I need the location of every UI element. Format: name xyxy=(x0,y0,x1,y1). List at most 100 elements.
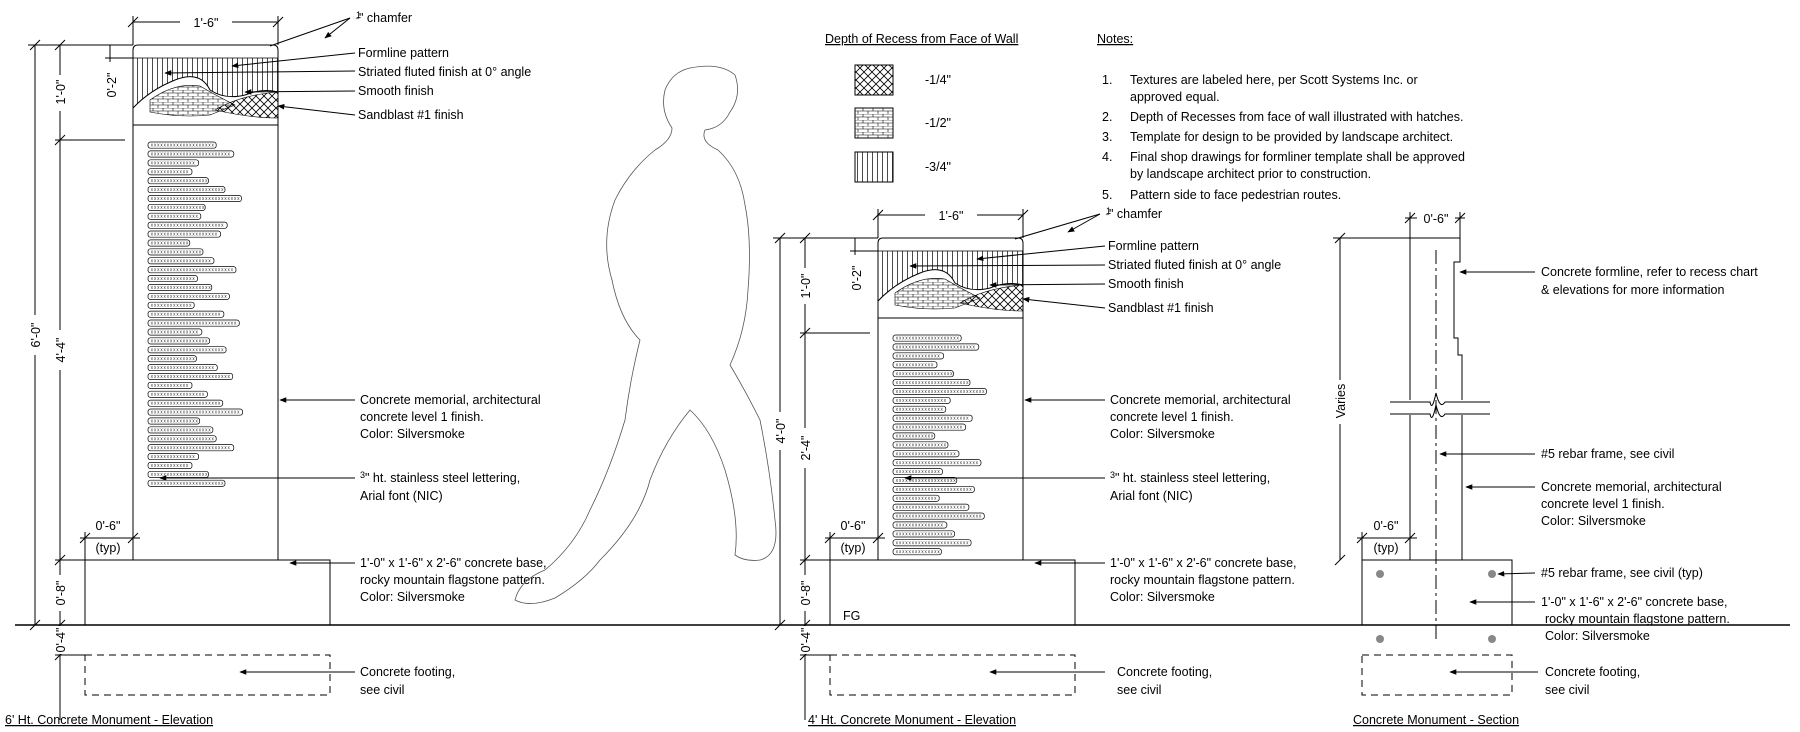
lettering-row xyxy=(147,266,237,274)
lettering-glyphs xyxy=(895,434,934,438)
dim-section-top-label: 0'-6" xyxy=(1424,212,1449,226)
lettering-glyphs xyxy=(895,389,985,394)
legend-swatch-half xyxy=(854,107,894,139)
note-section-base-2: rocky mountain flagstone pattern. xyxy=(1545,612,1730,626)
lettering-row xyxy=(147,239,191,247)
lettering-4ft-text: " ht. stainless steel lettering, xyxy=(1115,471,1270,485)
lettering-row xyxy=(147,337,210,345)
lettering-row xyxy=(147,426,214,434)
lettering-row xyxy=(892,441,949,449)
lettering-glyphs xyxy=(895,381,969,385)
lettering-glyphs xyxy=(895,363,934,367)
lettering-row xyxy=(147,150,235,158)
dim-offset-4ft-label: 0'-6" xyxy=(841,519,866,533)
note-3-line-1: Template for design to be provided by la… xyxy=(1130,130,1453,144)
lettering-row xyxy=(892,370,954,378)
note-footing-4ft-2: see civil xyxy=(1117,683,1161,697)
lettering-row xyxy=(147,399,224,407)
lettering-glyphs xyxy=(150,241,189,245)
lettering-glyphs xyxy=(150,277,195,281)
dim-cap-label: 1'-0" xyxy=(54,80,68,105)
lettering-6ft xyxy=(147,141,243,487)
title-section: Concrete Monument - Section xyxy=(1353,713,1519,727)
lettering-row xyxy=(892,459,982,467)
legend-label-three-quarter: -3/4" xyxy=(925,160,951,174)
lettering-glyphs xyxy=(150,294,227,298)
monument-body-6ft xyxy=(132,44,279,560)
chamfer-num: 1 xyxy=(356,10,361,20)
lettering-row xyxy=(147,248,204,256)
svg-text:3" ht. stainless steel letteri: 3" ht. stainless steel lettering, xyxy=(1110,470,1270,485)
footing-6ft xyxy=(84,654,331,696)
lettering-row xyxy=(147,470,209,478)
legend-title: Depth of Recess from Face of Wall xyxy=(825,32,1018,46)
lettering-row xyxy=(892,521,948,529)
lettering-glyphs xyxy=(150,268,233,272)
dim-width-4ft-label: 1'-6" xyxy=(939,209,964,223)
lettering-glyphs xyxy=(150,250,201,254)
note-num-1: 1. xyxy=(1102,73,1112,87)
lettering-glyphs xyxy=(150,401,221,405)
lettering-glyphs xyxy=(895,372,953,376)
lettering-glyphs xyxy=(150,161,195,165)
lettering-text: " ht. stainless steel lettering, xyxy=(365,471,520,485)
chamfer-4ft-text: " chamfer xyxy=(1109,207,1162,221)
lettering-glyphs xyxy=(150,170,189,174)
lettering-row xyxy=(892,343,980,351)
note-base-2: rocky mountain flagstone pattern. xyxy=(360,573,545,587)
note-sandblast-4ft: Sandblast #1 finish xyxy=(1108,301,1214,315)
lettering-glyphs xyxy=(895,354,940,358)
cap-textures-6ft xyxy=(132,57,279,126)
lettering-glyphs xyxy=(150,223,224,227)
lettering-row xyxy=(147,257,215,265)
note-num-4: 4. xyxy=(1102,150,1112,164)
note-base-1: 1'-0" x 1'-6" x 2'-6" concrete base, xyxy=(360,556,547,570)
lettering-row xyxy=(892,361,938,369)
lettering-row xyxy=(147,195,242,202)
grade-label: FG xyxy=(843,609,860,623)
lettering-glyphs xyxy=(150,143,214,147)
dim-offset-6ft: 0'-6" (typ) xyxy=(79,519,140,560)
lettering-glyphs xyxy=(150,472,208,476)
chamfer-4ft-num: 1 xyxy=(1106,206,1111,216)
section-break-top xyxy=(1390,392,1490,406)
dim-stack-4ft: 1'-0" 2'-4" 0'-8" 0'-4" 0'-2" xyxy=(797,232,878,720)
title-4ft: 4' Ht. Concrete Monument - Elevation xyxy=(808,713,1016,727)
dim-overall-4ft: 4'-0" xyxy=(773,232,878,631)
note-memorial-2: concrete level 1 finish. xyxy=(360,410,484,424)
note-memorial-3: Color: Silversmoke xyxy=(360,427,465,441)
note-section-base-3: Color: Silversmoke xyxy=(1545,629,1650,643)
monument-body-4ft xyxy=(877,237,1024,560)
note-4-line-1: Final shop drawings for formliner templa… xyxy=(1130,150,1465,164)
note-memorial-4ft-1: Concrete memorial, architectural xyxy=(1110,393,1291,407)
lettering-glyphs xyxy=(150,285,211,290)
lettering-glyphs xyxy=(150,481,224,485)
lettering-row xyxy=(892,468,943,476)
lettering-glyphs xyxy=(150,312,221,316)
note-formline: Formline pattern xyxy=(358,46,449,60)
lettering-glyphs xyxy=(150,455,195,459)
note-memorial-1: Concrete memorial, architectural xyxy=(360,393,541,407)
lettering-glyphs xyxy=(895,407,943,411)
lettering-row xyxy=(147,381,193,389)
lettering-4ft xyxy=(892,334,987,556)
general-notes: Notes: 1. Textures are labeled here, per… xyxy=(1097,32,1465,202)
rebar-dot xyxy=(1488,635,1496,643)
lettering-row xyxy=(147,284,213,291)
dim-overall-6ft: 6'-0" xyxy=(28,39,133,631)
lettering-glyphs xyxy=(150,339,208,343)
dim-recess-4ft-label: 0'-2" xyxy=(850,266,864,291)
note-section-footing-1: Concrete footing, xyxy=(1545,665,1640,679)
lettering-row xyxy=(892,548,942,556)
note-memorial-4ft-2: concrete level 1 finish. xyxy=(1110,410,1234,424)
lettering-glyphs xyxy=(150,205,205,209)
lettering-row xyxy=(147,168,193,176)
dim-width-6ft: 1'-6" xyxy=(127,14,284,45)
lettering-glyphs xyxy=(150,357,195,361)
human-silhouette xyxy=(514,65,777,604)
note-1-line-1: Textures are labeled here, per Scott Sys… xyxy=(1130,73,1418,87)
elevation-4ft: FG 1'-6" 4'-0" xyxy=(773,206,1297,727)
lettering-glyphs xyxy=(150,410,240,414)
dim-base-label: 0'-8" xyxy=(54,581,68,606)
